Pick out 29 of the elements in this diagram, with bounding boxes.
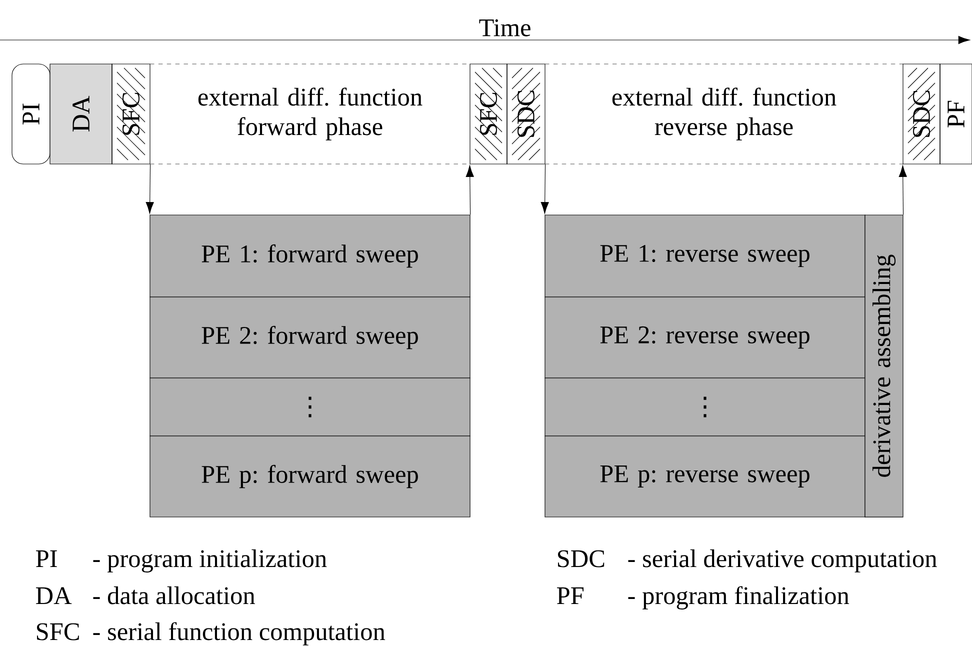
- hatched-stage-box: SFC: [112, 64, 150, 164]
- abbreviation-meaning: - serial derivative computation: [628, 549, 937, 572]
- ellipsis-box: ⋮: [150, 378, 470, 436]
- abbreviation-meaning: - program initialization: [93, 549, 327, 572]
- axis-label: Time: [479, 19, 530, 36]
- abbreviation: SFC: [36, 623, 79, 640]
- hatched-stage-box: SDC: [902, 64, 940, 164]
- hatched-stage-box: SFC: [470, 64, 508, 164]
- arrow: [540, 164, 549, 214]
- arrow: [898, 165, 907, 215]
- assembling-box: derivative assembling: [864, 214, 904, 518]
- arrow: [146, 164, 154, 214]
- abbreviation: PF: [557, 587, 584, 604]
- phase-box: external diff. function forward phase: [150, 64, 470, 164]
- abbreviation: DA: [36, 587, 72, 604]
- abbreviation-meaning: - data allocation: [93, 586, 255, 604]
- abbreviation: SDC: [558, 550, 604, 568]
- sweep-box: PE 2: forward sweep: [150, 296, 470, 378]
- abbreviation-meaning: - program finalization: [628, 586, 850, 610]
- sweep-box: PE p: forward sweep: [150, 436, 470, 518]
- stage-box: DA: [50, 64, 112, 164]
- sweep-box: PE 1: forward sweep: [150, 214, 470, 298]
- phase-box: external diff. function reverse phase: [544, 64, 904, 164]
- abbreviation: PI: [36, 550, 57, 567]
- stage-box: PF: [940, 64, 972, 164]
- abbreviation-meaning: - serial function computation: [93, 622, 386, 646]
- hatched-stage-box: SDC: [506, 64, 546, 164]
- arrow: [466, 165, 474, 215]
- ellipsis-box: ⋮: [544, 378, 866, 436]
